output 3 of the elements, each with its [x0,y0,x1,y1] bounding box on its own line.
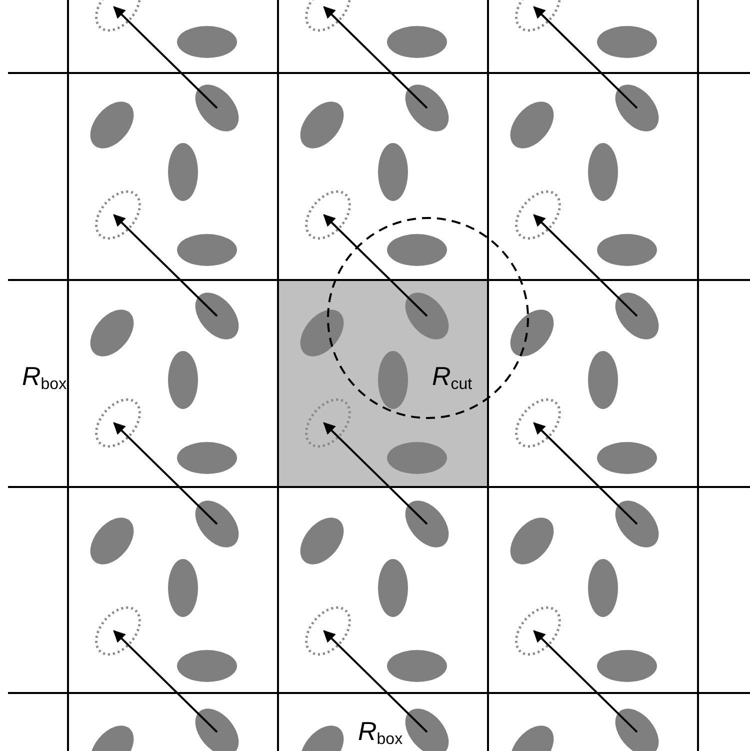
cutoff-radius-label: R$_{cut}$ [432,363,472,393]
box-length-label: R$_{box}$ [22,363,67,393]
box-length-label: R$_{box}$ [358,718,403,748]
